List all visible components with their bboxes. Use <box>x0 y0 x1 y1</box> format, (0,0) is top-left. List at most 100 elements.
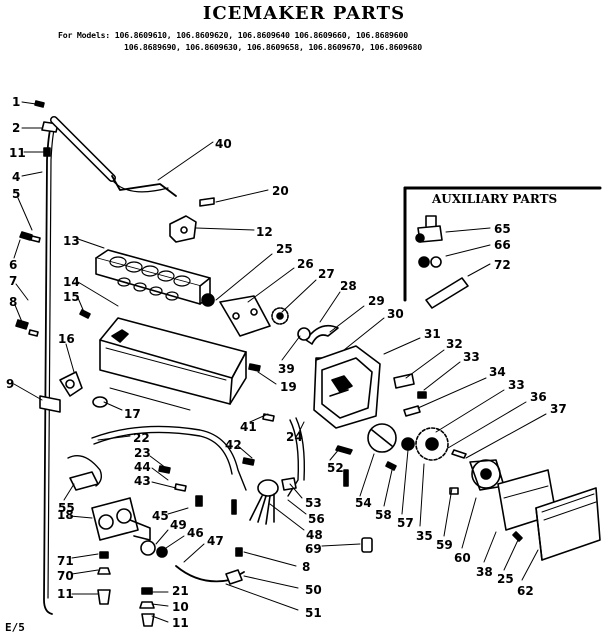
leader-line <box>329 447 341 461</box>
part-callout-60: 60 <box>454 551 471 565</box>
left-screws <box>15 231 41 337</box>
nut-11b <box>141 613 155 627</box>
leader-line <box>149 455 167 469</box>
leader-line <box>445 244 491 257</box>
sleeve-10 <box>139 601 155 609</box>
leader-line <box>443 487 453 537</box>
motor-gear-35 <box>415 427 449 461</box>
part-callout-25: 25 <box>276 242 293 256</box>
leader-line <box>103 401 123 411</box>
fitting-46 <box>156 546 168 558</box>
leader-line <box>155 529 169 545</box>
drive-gear <box>271 307 289 325</box>
leader-line <box>77 297 85 313</box>
wiring-harness <box>91 417 306 497</box>
leader-line <box>383 337 421 355</box>
leader-line <box>247 267 295 303</box>
grommet-69 <box>361 537 373 553</box>
part-callout-9: 9 <box>6 377 14 391</box>
leader-line <box>97 435 131 441</box>
fitting-50 <box>225 569 243 585</box>
timing-cam <box>367 423 397 453</box>
part-callout-52: 52 <box>327 461 344 475</box>
leader-line <box>215 253 273 301</box>
part-45 <box>195 495 203 507</box>
sleeve-70 <box>97 567 111 575</box>
part-callout-10: 10 <box>172 600 189 614</box>
screw-25-bottom <box>512 531 523 542</box>
thermostat-16 <box>59 371 83 397</box>
part-callout-11: 11 <box>172 616 189 630</box>
shield <box>99 317 247 411</box>
leader-line <box>17 197 33 231</box>
leader-line <box>21 101 37 105</box>
part-callout-35: 35 <box>416 529 433 543</box>
part-58 <box>385 461 397 471</box>
leader-line <box>13 239 21 259</box>
lever-34 <box>403 405 421 417</box>
leader-line <box>15 283 29 301</box>
leader-line <box>343 317 385 351</box>
leader-line <box>243 551 297 567</box>
leader-line <box>447 401 527 449</box>
leader-line <box>13 383 43 401</box>
part-callout-28: 28 <box>340 279 357 293</box>
leader-line <box>281 279 317 313</box>
part-callout-69: 69 <box>305 542 322 556</box>
part-callout-48: 48 <box>306 528 323 542</box>
part-callout-20: 20 <box>272 184 289 198</box>
part-callout-33: 33 <box>463 350 480 364</box>
leader-line <box>21 171 43 177</box>
leader-line <box>467 263 491 277</box>
leader-line <box>63 483 75 501</box>
leader-line <box>383 469 393 507</box>
leader-line <box>503 539 519 571</box>
leader-line <box>483 531 497 563</box>
part-callout-71: 71 <box>57 554 74 568</box>
part-callout-23: 23 <box>134 446 151 460</box>
leader-line <box>69 515 93 519</box>
leader-line <box>167 507 189 515</box>
screw-20 <box>199 197 215 207</box>
screw-42b <box>231 499 237 515</box>
part-callout-50: 50 <box>305 583 322 597</box>
model-list-line-1: For Models: 106.8609610, 106.8609620, 10… <box>58 30 408 40</box>
part-callout-51: 51 <box>305 606 322 620</box>
page-title: ICEMAKER PARTS <box>202 3 406 24</box>
leader-line <box>423 361 461 391</box>
aux-fitting-66 <box>418 256 442 268</box>
part-callout-2: 2 <box>12 121 20 135</box>
leader-lines <box>13 101 547 623</box>
leader-line <box>257 371 277 385</box>
part-callout-30: 30 <box>387 307 404 321</box>
switch-32 <box>393 373 415 389</box>
part-callout-12: 12 <box>256 225 273 239</box>
part-callout-15: 15 <box>63 290 80 304</box>
part-callout-25: 25 <box>497 572 514 586</box>
leader-line <box>71 569 99 575</box>
leader-line <box>249 413 269 423</box>
part-callout-43: 43 <box>134 474 151 488</box>
screw-8b <box>235 547 243 557</box>
leader-line <box>215 189 269 203</box>
part-callout-70: 70 <box>57 569 74 583</box>
leader-line <box>77 238 105 249</box>
leader-line <box>151 467 169 481</box>
part-callout-41: 41 <box>240 420 257 434</box>
screw-33 <box>417 391 427 399</box>
leader-line <box>151 603 169 607</box>
part-callout-24: 24 <box>286 430 303 444</box>
nut-21 <box>141 587 153 595</box>
part-callout-72: 72 <box>494 258 511 272</box>
fitting-49 <box>140 540 156 556</box>
fill-tube <box>43 129 55 615</box>
water-valve-18 <box>91 497 151 541</box>
part-callout-62: 62 <box>517 584 534 598</box>
aux-valve-65 <box>415 215 443 243</box>
part-callout-17: 17 <box>124 407 141 421</box>
front-cover-62 <box>535 487 601 561</box>
nut-11-bottom <box>97 589 111 605</box>
footer-code: E/5 <box>5 621 25 634</box>
part-callout-18: 18 <box>57 508 74 522</box>
